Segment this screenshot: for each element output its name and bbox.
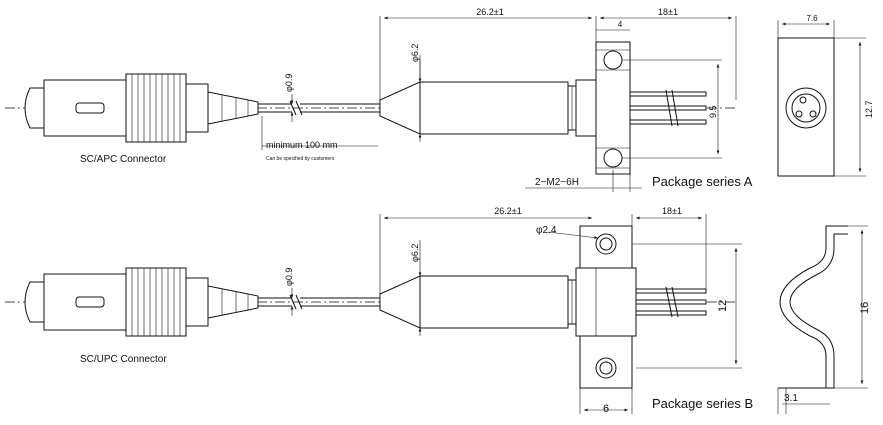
end-height-label-a: 12.7	[864, 100, 874, 118]
length-pins-label-b: 18±1	[662, 206, 682, 216]
sc-upc-connector	[24, 267, 259, 337]
length-pins-label-a: 18±1	[658, 7, 678, 17]
connector-b-label: SC/UPC Connector	[80, 354, 167, 365]
package-a-label: Package series A	[652, 174, 753, 189]
end-width-label-a: 7.6	[806, 14, 818, 23]
fiber-dia-dim-a: φ0.9	[284, 74, 294, 122]
length-note-label: Can be specified by customers	[266, 156, 335, 162]
hole-dia-label-b: φ2.4	[536, 225, 557, 236]
body-dia-label-b: φ6.2	[410, 244, 420, 262]
connector-a-label: SC/APC Connector	[80, 154, 167, 165]
sc-apc-connector	[24, 73, 259, 143]
flange-thickness-dim-a: 4	[596, 20, 630, 31]
package-b-drawing: φ0.9 φ6.2	[5, 206, 871, 415]
fiber-dia-dim-b: φ0.9	[284, 268, 294, 316]
body-dia-label-a: φ6.2	[410, 44, 420, 62]
hole-spacing-label-a: 9.5	[708, 105, 718, 118]
pins-b	[635, 286, 707, 318]
length-pins-dim-a: 18±1	[595, 7, 737, 100]
length-total-label-b: 26.2±1	[494, 206, 521, 216]
flange-thickness-label-a: 4	[618, 20, 623, 29]
min-length-dim-a: minimum 100 mm Can be specified by custo…	[261, 116, 378, 162]
clip-height-label-b: 16	[859, 302, 871, 314]
fiber-dia-label-b: φ0.9	[284, 268, 294, 286]
pins-a	[629, 89, 707, 127]
thread-label-a: 2−M2−6H	[535, 177, 579, 188]
thread-dim-a: 2−M2−6H	[525, 170, 642, 192]
flange-b	[575, 225, 637, 389]
body-dia-dim-b: φ6.2	[410, 240, 422, 336]
fiber-dia-label-a: φ0.9	[284, 74, 294, 92]
length-total-label-a: 26.2±1	[476, 7, 503, 17]
package-b-label: Package series B	[652, 396, 753, 411]
flange-height-label-b: 12	[717, 300, 729, 312]
body-dia-dim-a: φ6.2	[410, 44, 422, 142]
package-a-drawing: φ0.9 minimum 100 mm Can be specified by …	[5, 7, 874, 192]
flange-width-dim-b: 6	[579, 388, 633, 415]
flange-height-dim-b: 12	[632, 243, 742, 369]
min-length-label: minimum 100 mm	[266, 140, 338, 150]
end-view-a: 7.6 12.7	[777, 14, 874, 177]
length-total-dim-a: 26.2±1	[379, 7, 592, 100]
hole-spacing-dim-a: 9.5	[622, 59, 722, 159]
fiber-a	[258, 100, 380, 116]
flange-width-label-b: 6	[603, 403, 609, 415]
length-pins-dim-b: 18±1	[631, 206, 707, 290]
laser-body-b	[379, 275, 577, 329]
laser-body-a	[379, 81, 577, 135]
hole-dia-dim-b: φ2.4	[536, 225, 599, 240]
length-total-dim-b: 26.2±1	[379, 206, 592, 294]
clip-view-b: 16 3.1	[777, 225, 871, 414]
clip-thickness-label-b: 3.1	[784, 393, 798, 404]
flange-a	[575, 41, 631, 175]
